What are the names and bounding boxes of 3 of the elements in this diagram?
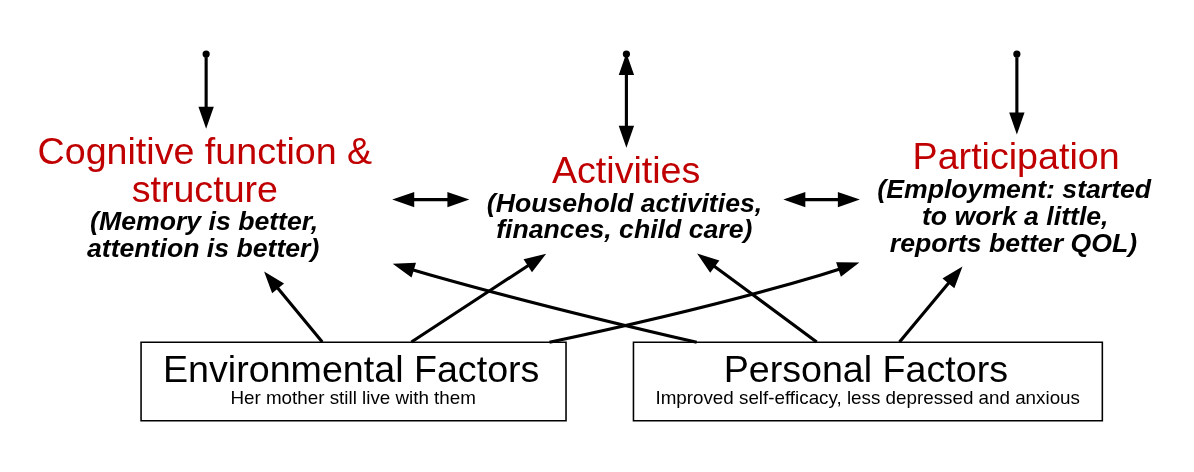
node-text: Cognitive function & structure (Memory is better, attention is better) xyxy=(37,129,373,264)
node-text: Activities (Household activities, finances, child care) xyxy=(486,148,763,245)
node-text: Participation (Employment: started to work a little, reports better QOL) xyxy=(877,135,1152,258)
